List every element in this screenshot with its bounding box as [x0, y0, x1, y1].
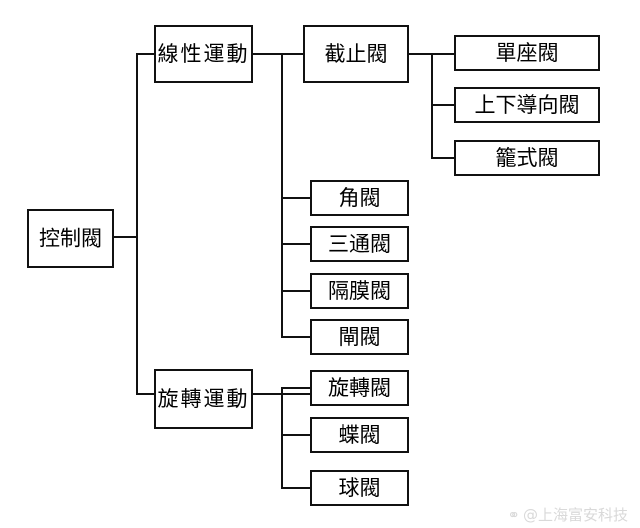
node-label: 線性運動: [158, 42, 250, 66]
node-diaphragm-valve: 隔膜閥: [310, 273, 409, 309]
node-linear-motion: 線性運動: [154, 25, 253, 83]
node-label: 控制閥: [39, 227, 102, 251]
node-angle-valve: 角閥: [310, 180, 409, 216]
node-label: 旋轉閥: [328, 376, 391, 400]
watermark: ⚭@上海富安科技: [507, 504, 628, 525]
node-rotary-motion: 旋轉運動: [154, 369, 253, 429]
node-label: 角閥: [339, 186, 381, 210]
node-label: 球閥: [339, 476, 381, 500]
watermark-text: @上海富安科技: [522, 506, 628, 524]
node-label: 截止閥: [325, 42, 388, 66]
node-globe-valve: 截止閥: [303, 25, 409, 83]
connectors: [112, 53, 456, 489]
node-label: 籠式閥: [496, 146, 559, 170]
node-top-bottom-guided-valve: 上下導向閥: [454, 87, 600, 123]
node-control-valve: 控制閥: [27, 209, 114, 268]
node-label: 上下導向閥: [475, 93, 580, 117]
node-rotary-valve: 旋轉閥: [310, 370, 409, 406]
node-label: 蝶閥: [339, 423, 381, 447]
node-butterfly-valve: 蝶閥: [310, 417, 409, 453]
node-cage-valve: 籠式閥: [454, 140, 600, 176]
node-ball-valve: 球閥: [310, 470, 409, 506]
node-three-way-valve: 三通閥: [310, 226, 409, 262]
node-label: 三通閥: [328, 232, 391, 256]
node-gate-valve: 閘閥: [310, 319, 409, 355]
node-label: 隔膜閥: [328, 279, 391, 303]
weibo-logo-icon: ⚭: [507, 506, 520, 524]
node-label: 閘閥: [339, 325, 381, 349]
node-single-seat-valve: 單座閥: [454, 35, 600, 71]
node-label: 單座閥: [496, 41, 559, 65]
node-label: 旋轉運動: [158, 387, 250, 411]
